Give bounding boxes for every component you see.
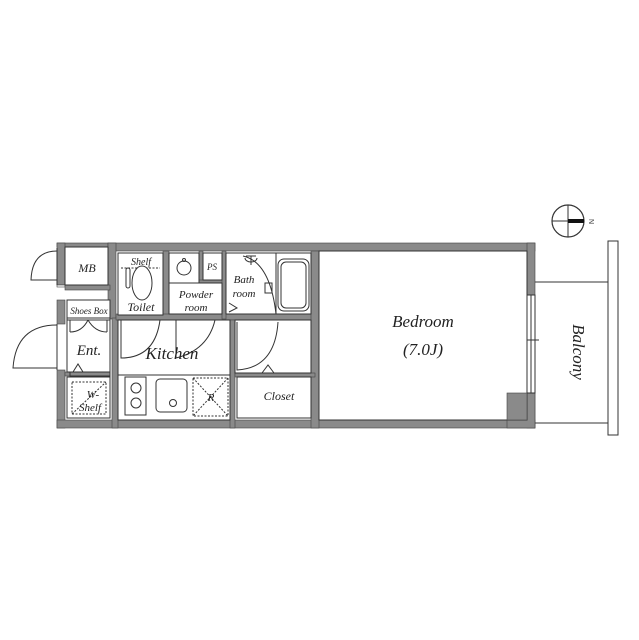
- exterior-doors: [12, 248, 58, 370]
- shoes-box-label: Shoes Box: [70, 306, 107, 316]
- w-shelf-label-2: Shelf: [79, 402, 103, 414]
- mb-label: MB: [77, 261, 96, 275]
- w-shelf-label-1: W-: [87, 389, 100, 401]
- room-labels: MB Shoes Box Ent. W- Shelf Shelf Toilet …: [70, 257, 453, 414]
- toilet-shelf-label: Shelf: [131, 257, 152, 268]
- bath-room-label-2: room: [233, 288, 256, 300]
- bedroom-label: Bedroom: [392, 312, 454, 331]
- kitchen-label: Kitchen: [145, 344, 199, 363]
- toilet-label: Toilet: [128, 300, 156, 314]
- refrigerator-label: R: [207, 392, 215, 404]
- ps-label: PS: [206, 262, 217, 272]
- compass-icon: N: [551, 204, 594, 238]
- powder-room-label-2: room: [185, 302, 208, 314]
- balcony: Balcony: [535, 240, 619, 436]
- bath-room-label-1: Bath: [234, 274, 255, 286]
- balcony-label: Balcony: [569, 324, 588, 380]
- north-label: N: [587, 219, 594, 224]
- powder-room-label-1: Powder: [178, 289, 214, 301]
- walls: [56, 242, 536, 429]
- bedroom-size-label: (7.0J): [403, 340, 443, 359]
- closet-label: Closet: [264, 389, 295, 403]
- entrance-label: Ent.: [76, 343, 102, 359]
